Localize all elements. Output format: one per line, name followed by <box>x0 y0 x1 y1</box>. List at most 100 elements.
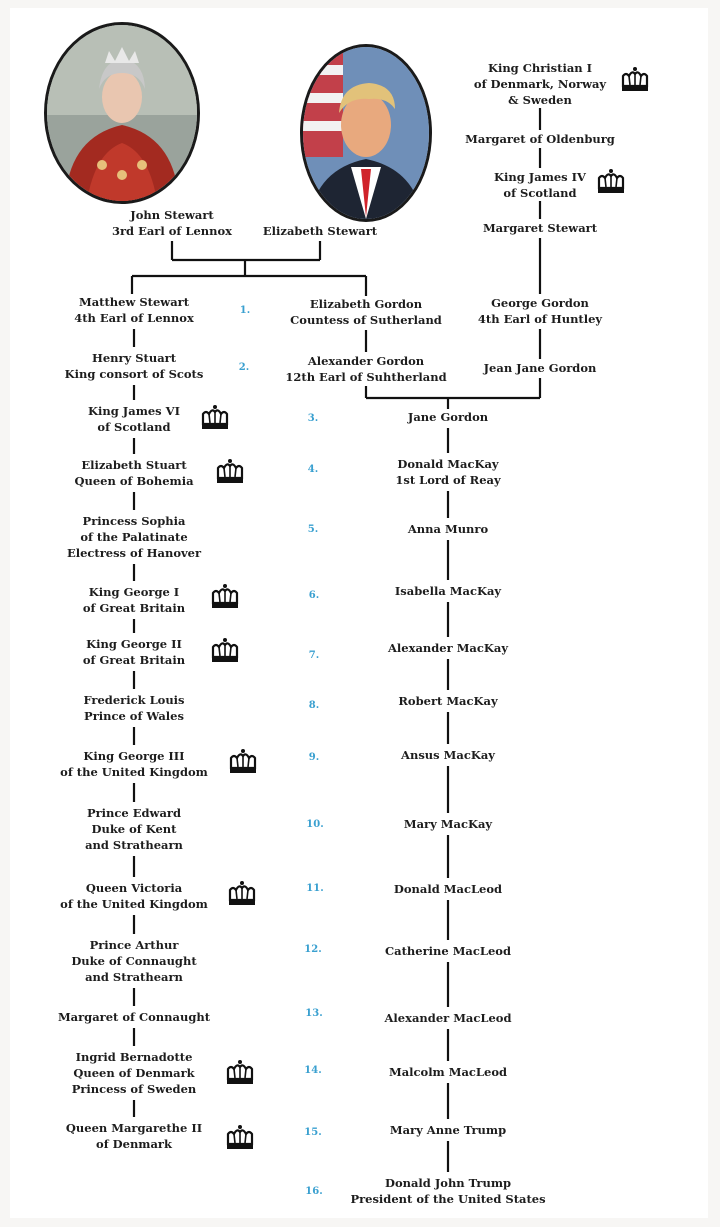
generation-number-7: 7. <box>308 650 320 661</box>
ancestor-6-line-1: Jean Jane Gordon <box>483 361 597 375</box>
generation-number-13: 13. <box>305 1008 323 1019</box>
royal-line-15-line-1: Queen Margarethe II <box>65 1121 203 1135</box>
royal-line-8-line-1: Frederick Louis <box>83 693 185 707</box>
elizabeth-stewart-label: Elizabeth Stewart <box>261 223 379 239</box>
royal-line-13-line-1: Margaret of Connaught <box>57 1010 211 1024</box>
trump-line-6-line-1: Robert MacKay <box>398 694 498 708</box>
royal-line-14-line-2: Queen of Denmark <box>73 1066 195 1080</box>
elizabeth-stewart-label-line-1: Elizabeth Stewart <box>262 224 378 238</box>
generation-number-6: 6. <box>308 590 320 601</box>
trump-line-5-line-1: Alexander MacKay <box>387 641 509 655</box>
trump-line-11-line-1: Alexander MacLeod <box>384 1011 512 1025</box>
ancestor-5-line-2: 4th Earl of Huntley <box>477 312 603 326</box>
royal-line-10-line-3: and Strathearn <box>85 838 183 852</box>
royal-line-13: Margaret of Connaught <box>56 1009 212 1025</box>
trump-line-4: Isabella MacKay <box>393 583 503 599</box>
trump-line-14-line-1: Donald John Trump <box>384 1176 512 1190</box>
ancestor-1-line-2: of Denmark, Norway <box>473 77 607 91</box>
royal-line-2-line-1: Henry Stuart <box>91 351 177 365</box>
elizabeth-gordon-label-line-1: Elizabeth Gordon <box>309 297 423 311</box>
ancestor-3-line-1: King James IV <box>494 170 586 184</box>
royal-line-9-line-2: of the United Kingdom <box>60 765 208 779</box>
trump-line-8-line-1: Mary MacKay <box>403 817 493 831</box>
donald-trump-portrait <box>300 44 432 222</box>
generation-number-14: 14. <box>304 1065 322 1076</box>
trump-line-6: Robert MacKay <box>396 693 499 709</box>
crown-icon <box>216 459 244 483</box>
john-stewart-label-line-1: John Stewart <box>130 208 214 222</box>
trump-line-14-line-2: President of the United States <box>350 1192 546 1206</box>
royal-line-6: King George I of Great Britain <box>81 584 187 616</box>
royal-line-1-line-2: 4th Earl of Lennox <box>74 311 194 325</box>
ancestor-4: Margaret Stewart <box>481 220 599 236</box>
queen-margrethe-portrait <box>44 22 200 204</box>
royal-line-3: King James VI of Scotland <box>86 403 182 435</box>
royal-line-7-line-1: King George II <box>86 637 182 651</box>
trump-line-12: Malcolm MacLeod <box>387 1064 509 1080</box>
ancestor-3: King James IV of Scotland <box>492 169 588 201</box>
crown-icon <box>597 169 625 193</box>
generation-number-11: 11. <box>306 883 324 894</box>
royal-line-12-line-2: Duke of Connaught <box>71 954 197 968</box>
generation-number-12: 12. <box>304 944 322 955</box>
royal-line-3-line-2: of Scotland <box>97 420 171 434</box>
royal-line-14-line-3: Princess of Sweden <box>71 1082 197 1096</box>
trump-portrait-icon <box>303 47 429 219</box>
trump-line-13: Mary Anne Trump <box>388 1122 508 1138</box>
royal-line-10-line-2: Duke of Kent <box>91 822 177 836</box>
ancestor-3-line-2: of Scotland <box>503 186 577 200</box>
royal-line-4-line-1: Elizabeth Stuart <box>81 458 187 472</box>
alexander-gordon-label-line-2: 12th Earl of Suhtherland <box>285 370 447 384</box>
royal-line-14-line-1: Ingrid Bernadotte <box>75 1050 193 1064</box>
royal-line-15-line-2: of Denmark <box>96 1137 172 1151</box>
trump-line-13-line-1: Mary Anne Trump <box>389 1123 507 1137</box>
ancestor-1-line-3: & Sweden <box>508 93 572 107</box>
trump-line-10-line-1: Catherine MacLeod <box>384 944 512 958</box>
generation-number-1: 1. <box>239 305 251 316</box>
ancestor-2-line-1: Margaret of Oldenburg <box>465 132 615 146</box>
ancestor-1-line-1: King Christian I <box>487 61 593 75</box>
royal-line-11-line-2: of the United Kingdom <box>60 897 208 911</box>
crown-icon <box>226 1060 254 1084</box>
royal-line-7: King George II of Great Britain <box>81 636 187 668</box>
royal-line-6-line-1: King George I <box>88 585 180 599</box>
royal-line-7-line-2: of Great Britain <box>82 653 186 667</box>
trump-line-11: Alexander MacLeod <box>383 1010 514 1026</box>
john-stewart-label-line-2: 3rd Earl of Lennox <box>111 224 233 238</box>
ancestor-4-line-1: Margaret Stewart <box>482 221 598 235</box>
generation-number-15: 15. <box>304 1127 322 1138</box>
john-stewart-label: John Stewart 3rd Earl of Lennox <box>110 207 234 239</box>
generation-number-16: 16. <box>305 1186 323 1197</box>
trump-line-9: Donald MacLeod <box>392 881 504 897</box>
royal-line-5-line-2: of the Palatinate <box>80 530 188 544</box>
trump-line-12-line-1: Malcolm MacLeod <box>388 1065 508 1079</box>
royal-line-3-line-1: King James VI <box>88 404 180 418</box>
trump-line-7-line-1: Ansus MacKay <box>401 748 495 762</box>
trump-line-4-line-1: Isabella MacKay <box>394 584 502 598</box>
ancestor-2: Margaret of Oldenburg <box>463 131 617 147</box>
royal-line-6-line-2: of Great Britain <box>82 601 186 615</box>
queen-portrait-icon <box>47 25 197 201</box>
crown-icon <box>228 881 256 905</box>
ancestor-1: King Christian I of Denmark, Norway & Swed… <box>472 60 608 108</box>
royal-line-12-line-1: Prince Arthur <box>89 938 179 952</box>
trump-line-7: Ansus MacKay <box>399 747 497 763</box>
trump-line-5: Alexander MacKay <box>386 640 510 656</box>
generation-number-5: 5. <box>307 524 319 535</box>
royal-line-5-line-3: Electress of Hanover <box>66 546 202 560</box>
royal-line-10-line-1: Prince Edward <box>86 806 182 820</box>
trump-line-9-line-1: Donald MacLeod <box>393 882 503 896</box>
